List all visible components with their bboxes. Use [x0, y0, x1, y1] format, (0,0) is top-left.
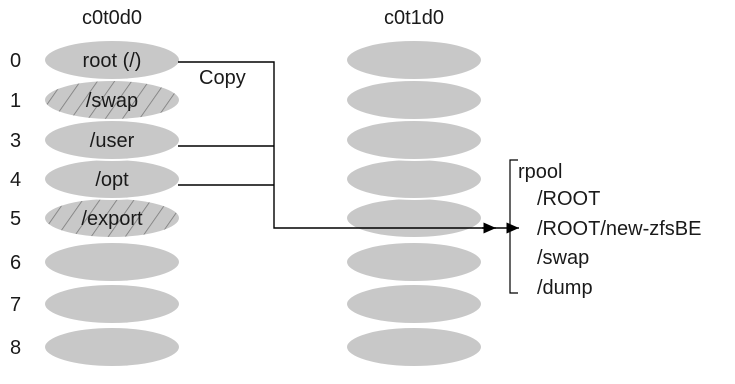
slice-number: 7 [10, 294, 21, 316]
right-slice-7 [345, 283, 483, 325]
slice-number-column: 0 1 3 4 5 6 7 8 [10, 50, 21, 359]
right-slice-8 [345, 326, 483, 368]
right-slice-4 [345, 158, 483, 200]
copy-connector [178, 61, 519, 234]
right-disk-label: c0t1d0 [384, 7, 444, 29]
left-disk-label: c0t0d0 [82, 7, 142, 29]
right-slice-6 [345, 241, 483, 283]
left-slice-label: /export [81, 208, 143, 230]
left-slice-0: root (/) [43, 39, 181, 81]
slice-number: 5 [10, 208, 21, 230]
right-slice-shape [345, 119, 483, 161]
pool-bracket [509, 159, 518, 294]
right-slice-shape [345, 39, 483, 81]
pool-dataset: /dump [537, 277, 593, 299]
right-slice-3 [345, 119, 483, 161]
left-slice-4: /opt [43, 158, 181, 200]
right-slice-shape [345, 326, 483, 368]
right-slice-shape [345, 79, 483, 121]
right-slice-shape [345, 283, 483, 325]
left-slice-1: /swap [43, 79, 181, 121]
right-slice-1 [345, 79, 483, 121]
copy-label: Copy [199, 67, 246, 89]
left-slice-label: /opt [95, 169, 129, 191]
left-slice-label: /swap [86, 90, 138, 112]
slice-number: 1 [10, 90, 21, 112]
pool-dataset-list: /ROOT/ROOT/new-zfsBE/swap/dump [537, 188, 701, 299]
left-slice-shape [43, 283, 181, 325]
right-slice-5 [345, 197, 483, 239]
right-slice-shape [345, 197, 483, 239]
pool-dataset: /swap [537, 247, 589, 269]
pool-dataset: /ROOT [537, 188, 600, 210]
left-slice-shape [43, 39, 181, 81]
copy-arrow-main [178, 61, 496, 234]
pool-name: rpool [518, 161, 562, 183]
left-slice-6 [43, 241, 181, 283]
right-slice-0 [345, 39, 483, 81]
left-slice-8 [43, 326, 181, 368]
pool-dataset: /ROOT/new-zfsBE [537, 218, 701, 240]
right-slice-shape [345, 158, 483, 200]
left-slice-shape [43, 241, 181, 283]
left-slice-7 [43, 283, 181, 325]
left-disk-stack: /export/opt/user/swap root (/) [43, 39, 181, 368]
right-disk-stack [345, 39, 483, 368]
slice-number: 4 [10, 169, 21, 191]
left-slice-label: root (/) [83, 50, 142, 72]
left-slice-label: /user [90, 130, 135, 152]
right-slice-shape [345, 241, 483, 283]
slice-number: 3 [10, 130, 21, 152]
slice-number: 0 [10, 50, 21, 72]
left-slice-shape [43, 326, 181, 368]
left-slice-5: /export [43, 197, 181, 239]
slice-number: 6 [10, 252, 21, 274]
left-slice-3: /user [43, 119, 181, 161]
slice-number: 8 [10, 337, 21, 359]
